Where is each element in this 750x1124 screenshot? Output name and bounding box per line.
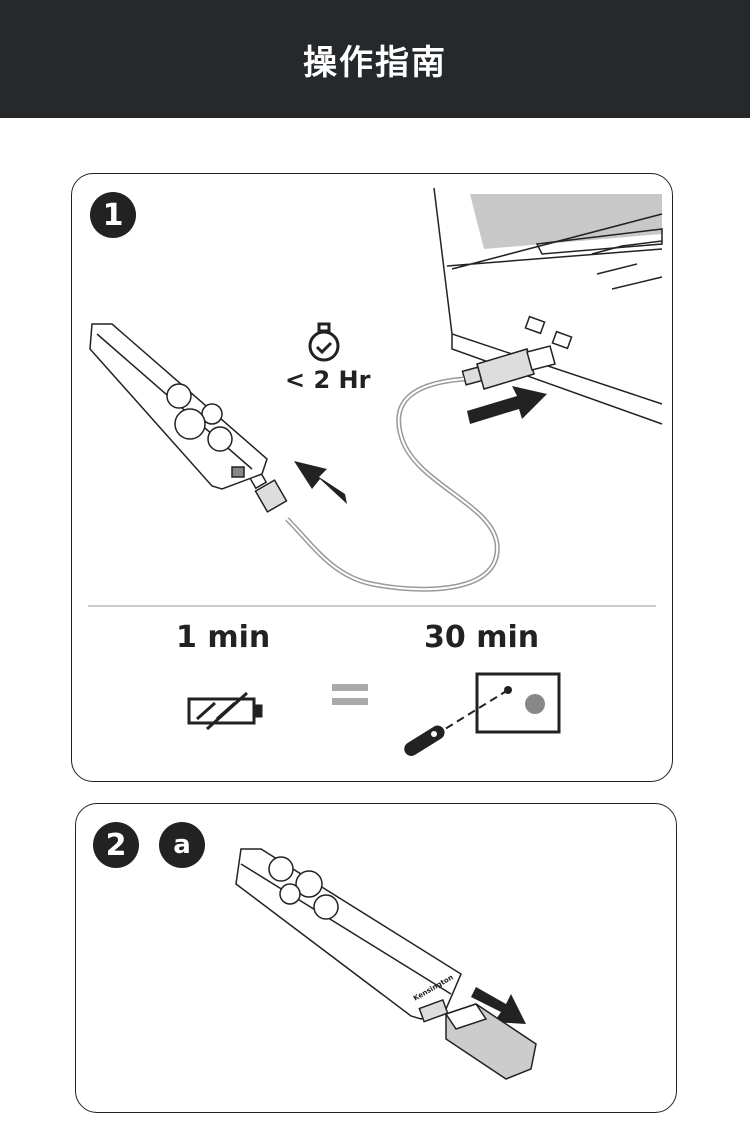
step-number-badge: 2 — [93, 822, 139, 868]
receiver-removal-illustration — [235, 848, 537, 1080]
step-number-badge: 1 — [90, 192, 136, 238]
laptop-illustration — [433, 187, 663, 425]
use-duration-label: 30 min — [424, 620, 540, 655]
remove-arrow-icon — [471, 987, 526, 1024]
step-2-panel: 2 a Kensington — [75, 803, 677, 1113]
plug-arrow-icon — [467, 386, 547, 424]
charge-duration-label: 1 min — [176, 620, 271, 655]
micro-usb-plug — [248, 470, 288, 513]
usb-receiver — [444, 1003, 537, 1080]
page-title: 操作指南 — [0, 0, 750, 118]
usb-cable — [285, 376, 500, 592]
insert-arrow-icon — [294, 461, 347, 504]
equals-icon — [332, 684, 368, 705]
battery-charging-icon — [187, 691, 263, 731]
presenter-remote — [235, 848, 462, 1023]
charging-illustration — [88, 187, 663, 756]
stopwatch-icon — [308, 322, 340, 362]
charge-time-label: < 2 Hr — [285, 366, 371, 394]
usb-a-plug — [461, 345, 556, 390]
step-1-panel: 1 < 2 Hr 1 min 30 min — [71, 173, 673, 782]
laser-pointer-icon — [404, 672, 561, 756]
substep-badge: a — [159, 822, 205, 868]
presenter-remote — [89, 323, 268, 490]
